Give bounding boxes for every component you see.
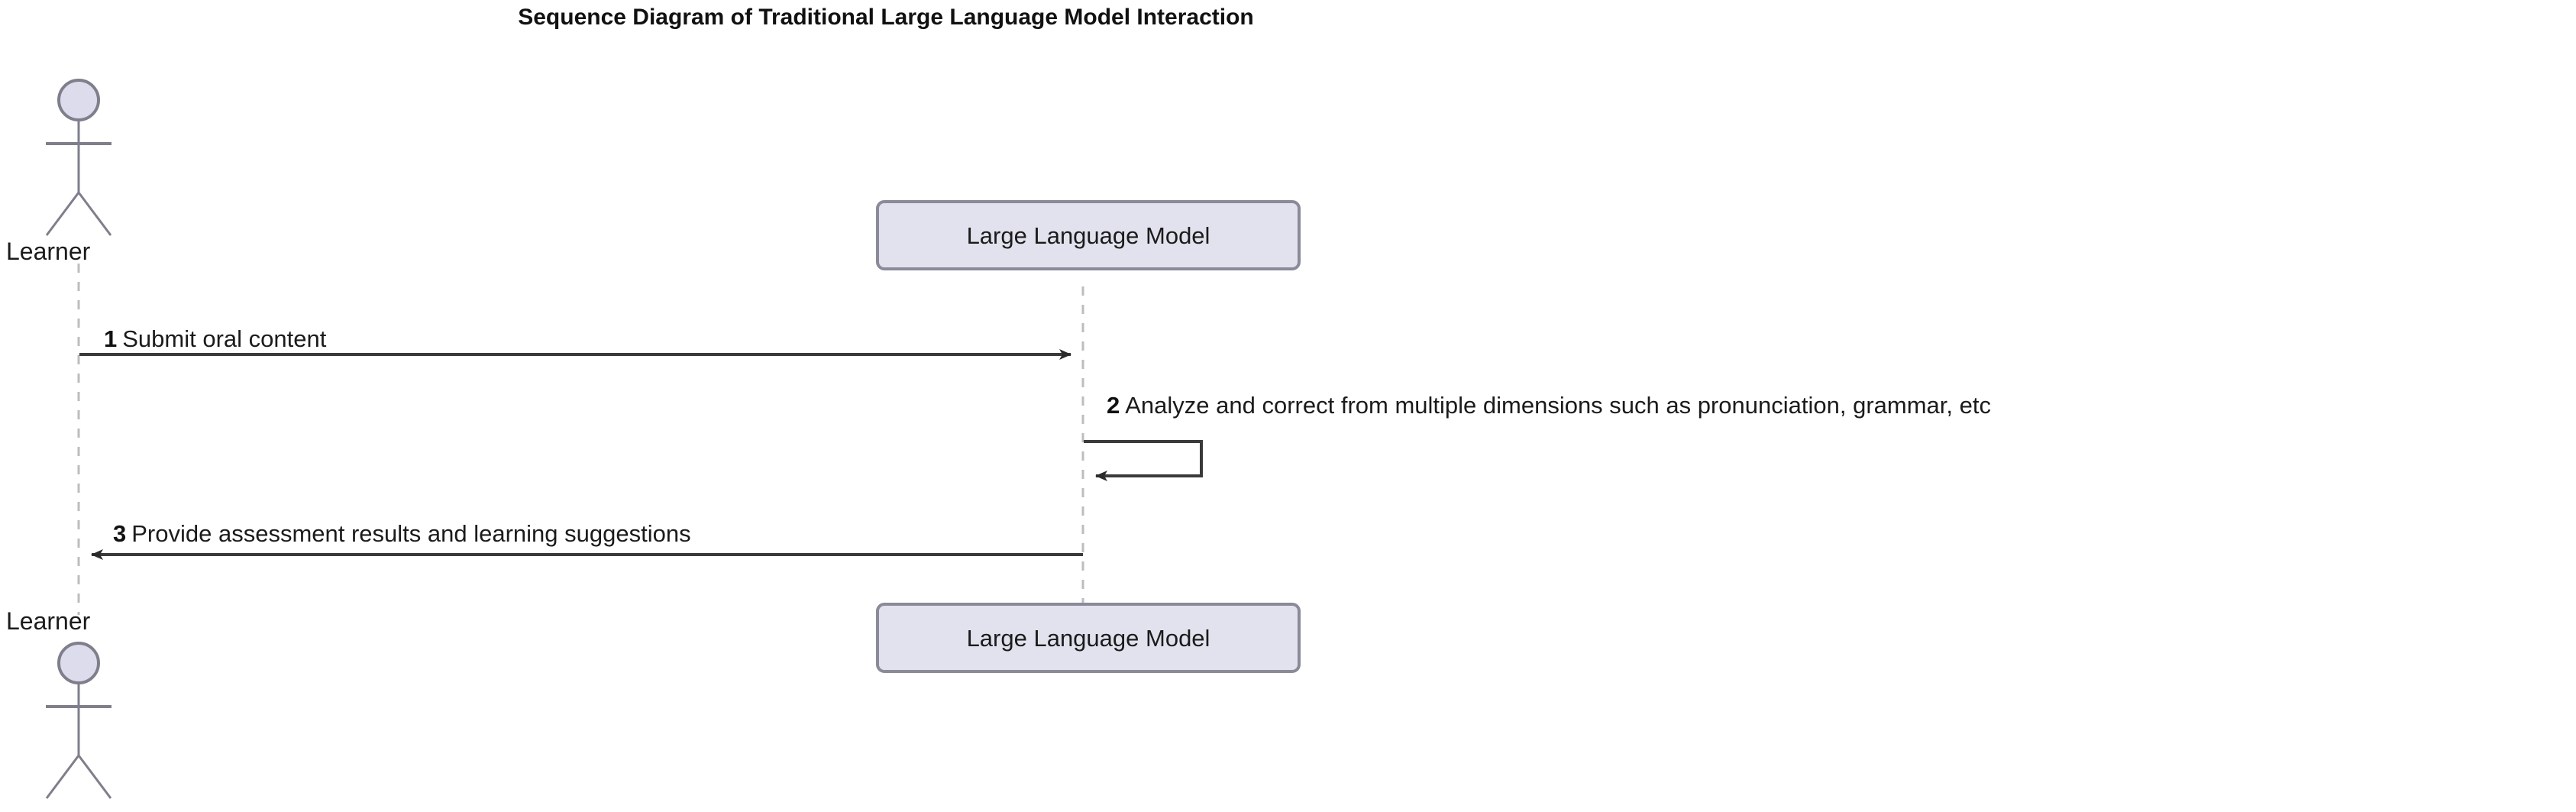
actor-learner-bottom bbox=[45, 642, 112, 799]
message-text-3: Provide assessment results and learning … bbox=[131, 520, 691, 547]
message-text-1: Submit oral content bbox=[122, 325, 327, 352]
actor-label-learner-bottom: Learner bbox=[6, 607, 91, 635]
actor-label-learner-top: Learner bbox=[6, 238, 91, 265]
participant-box-llm-bottom bbox=[876, 603, 1301, 673]
participant-label-llm-top: Large Language Model bbox=[966, 222, 1210, 249]
message-text-2: Analyze and correct from multiple dimens… bbox=[1125, 392, 1991, 419]
message-number-1: 1 bbox=[104, 325, 118, 352]
participant-label-llm-bottom: Large Language Model bbox=[966, 625, 1210, 652]
actor-learner-top bbox=[45, 79, 112, 236]
message-number-3: 3 bbox=[113, 520, 127, 547]
page-title: Sequence Diagram of Traditional Large La… bbox=[518, 5, 1254, 30]
participant-box-llm-top bbox=[876, 200, 1301, 270]
message-number-2: 2 bbox=[1107, 392, 1120, 419]
message-arrow-2-self-loop bbox=[1084, 440, 1203, 481]
